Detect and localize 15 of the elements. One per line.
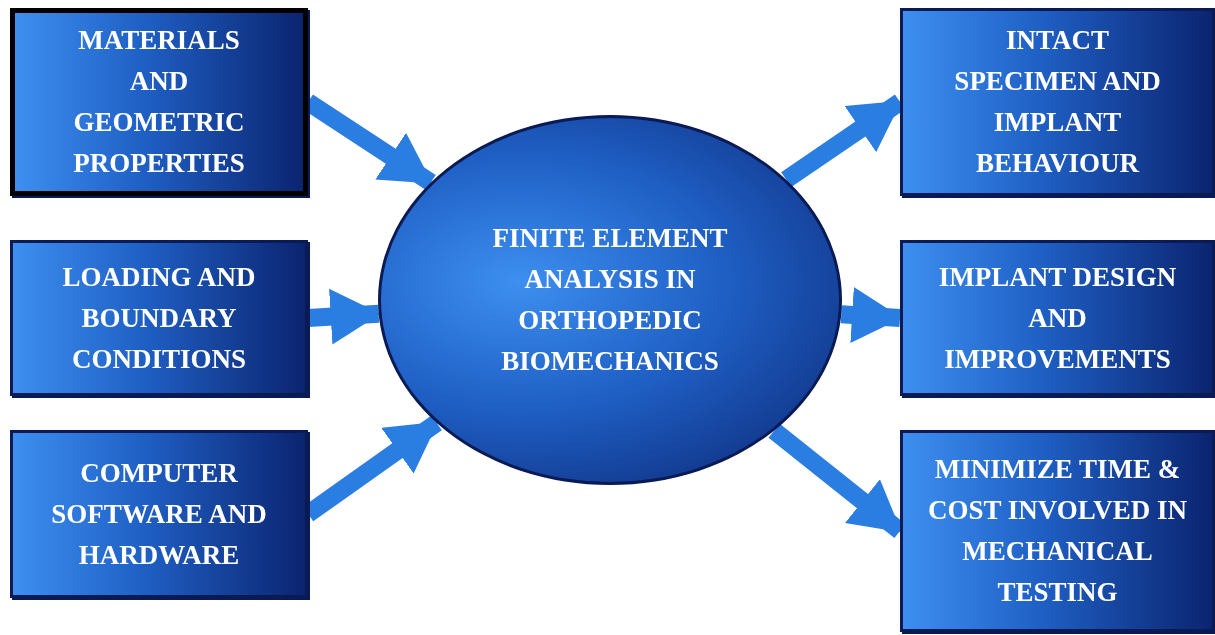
process-box [900, 8, 1215, 196]
box-text: INTACT SPECIMEN AND IMPLANT BEHAVIOUR [953, 24, 1162, 180]
box-text: FINITE ELEMENT ANALYSIS IN ORTHOPEDIC BIOMECHANICS [491, 222, 729, 378]
box-text: COMPUTER SOFTWARE AND HARDWARE [50, 456, 268, 572]
process-box [10, 8, 308, 196]
box-text: LOADING AND BOUNDARY CONDITIONS [61, 260, 257, 376]
process-box [10, 430, 308, 598]
arrow [840, 287, 902, 343]
process-box [900, 430, 1215, 632]
box-text: MATERIALS AND GEOMETRIC PROPERTIES [72, 24, 246, 180]
arrow [307, 288, 381, 345]
box-text: MINIMIZE TIME & COST INVOLVED IN MECHANICAL TESTING [926, 453, 1188, 609]
process-box [900, 240, 1215, 396]
box-text: IMPLANT DESIGN AND IMPROVEMENTS [937, 260, 1178, 376]
process-box [10, 240, 308, 396]
